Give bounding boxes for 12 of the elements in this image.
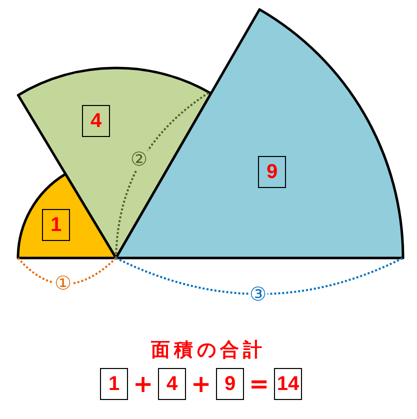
title: 面積の合計	[150, 338, 267, 363]
area-number: 1	[42, 209, 70, 241]
plus-sign: +	[190, 370, 212, 398]
area-number: 4	[82, 105, 110, 137]
number-box: 1	[100, 368, 128, 400]
circled-number: ②	[129, 150, 149, 170]
number-box: 9	[216, 368, 244, 400]
number-box: 4	[158, 368, 186, 400]
number-box: 14	[274, 368, 302, 400]
area-number: 9	[258, 156, 286, 188]
equals-sign: =	[248, 370, 270, 398]
plus-sign: +	[132, 370, 154, 398]
